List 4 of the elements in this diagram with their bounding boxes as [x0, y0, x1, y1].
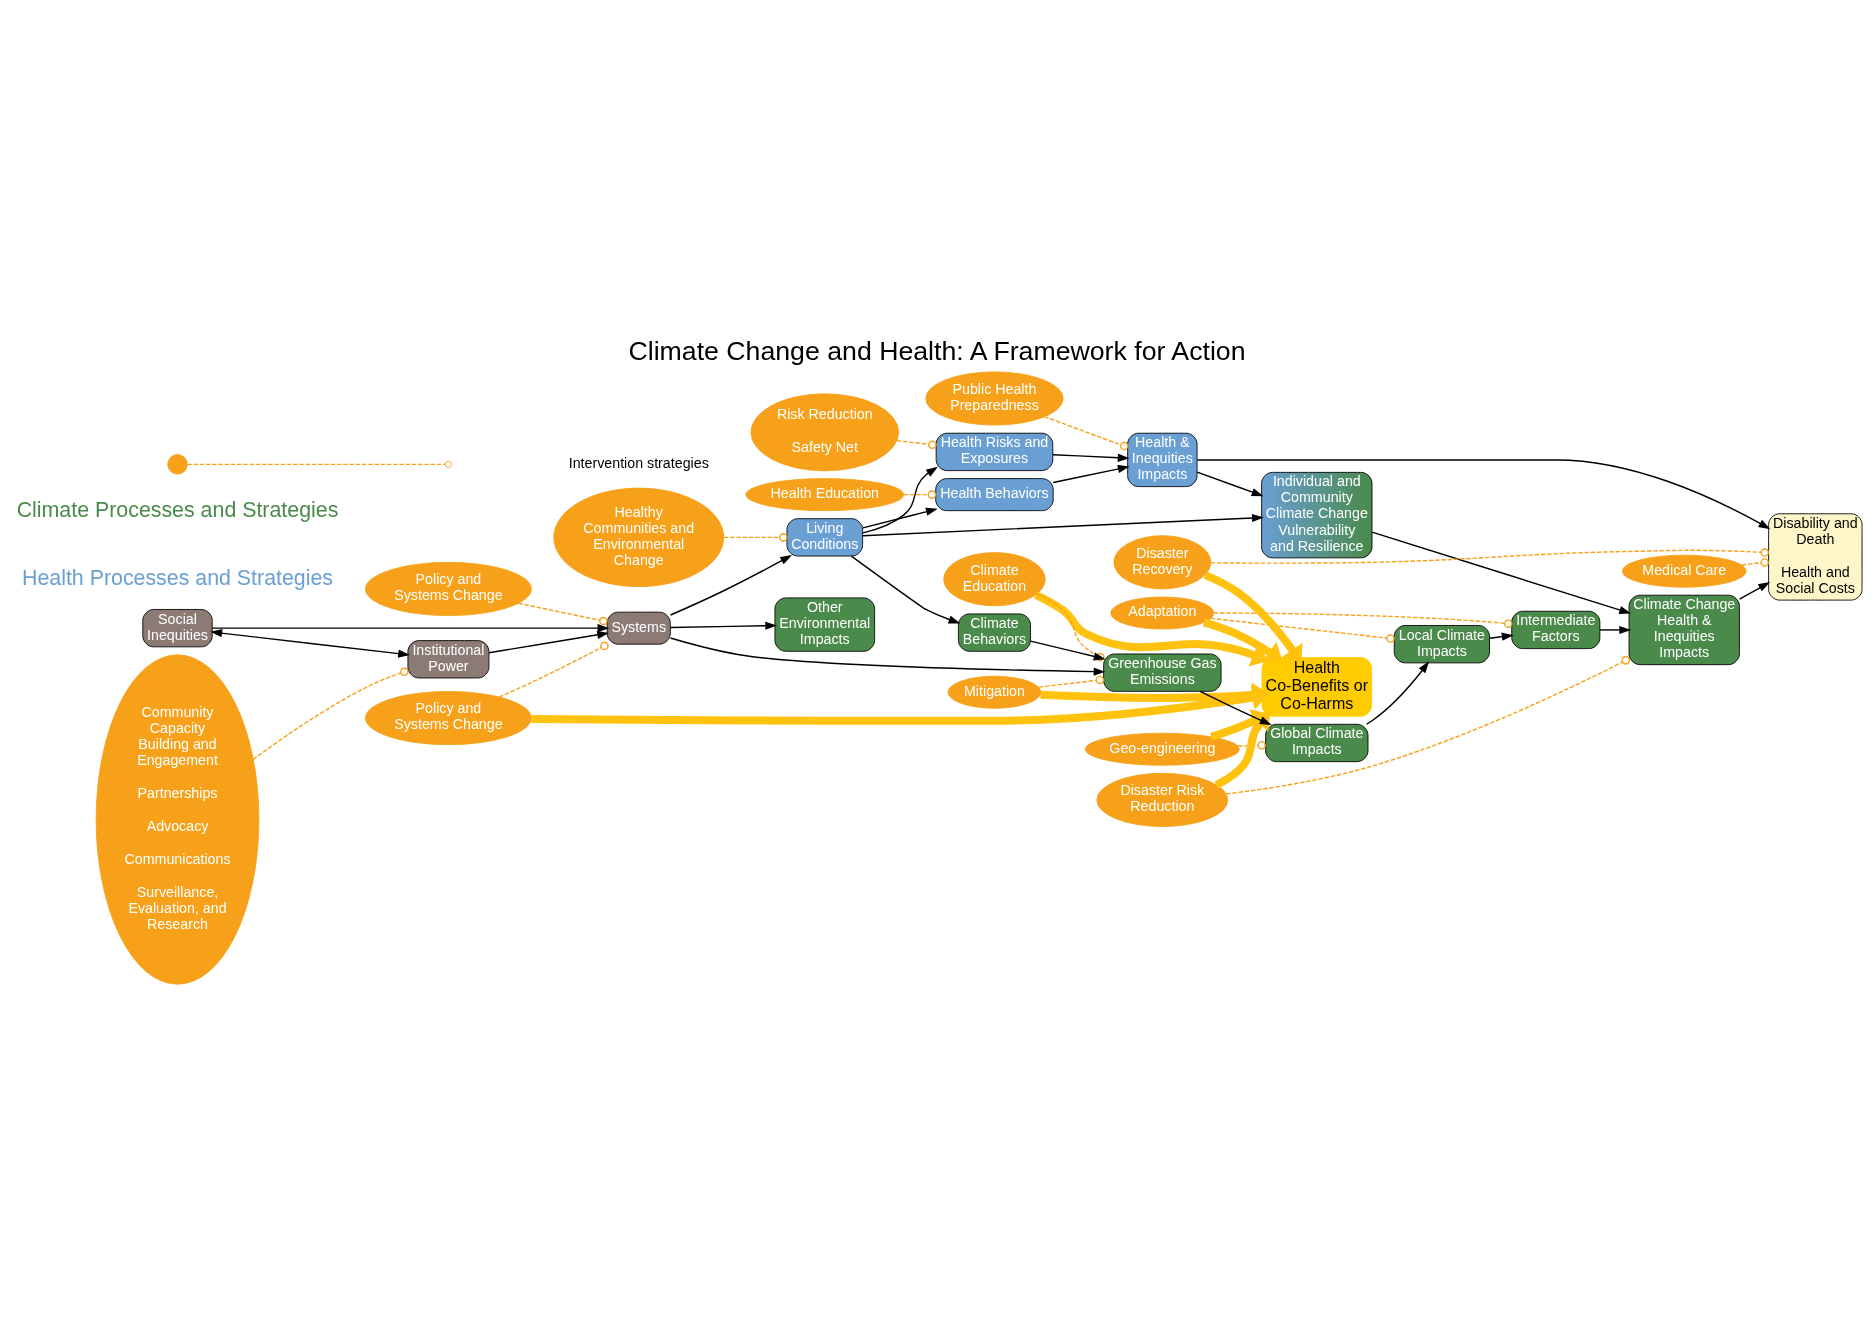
diagram-title: Climate Change and Health: A Framework for Action [628, 335, 1246, 366]
label: Climate Processes and Strategies [16, 497, 339, 522]
legend-label: Intervention strategies [568, 454, 709, 471]
label: Health Processes and Strategies [21, 565, 334, 590]
